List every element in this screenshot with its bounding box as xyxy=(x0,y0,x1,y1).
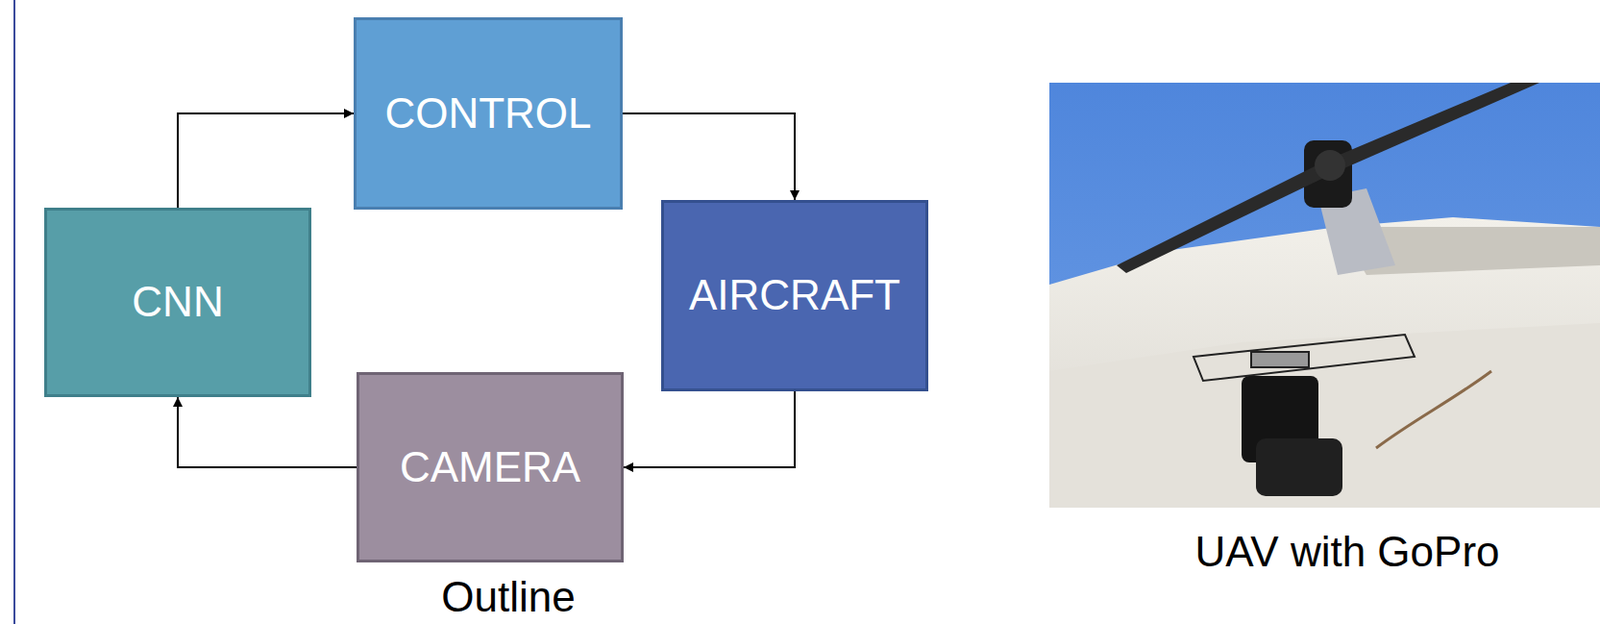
box-label: AIRCRAFT xyxy=(689,271,901,319)
box-label: CONTROL xyxy=(384,90,591,137)
flow-arrow xyxy=(177,113,354,208)
frame-line xyxy=(13,0,16,624)
aircraft-box: AIRCRAFT xyxy=(661,199,929,392)
cnn-box: CNN xyxy=(44,207,312,397)
camera-box: CAMERA xyxy=(356,371,624,563)
diagram-caption: Outline xyxy=(441,573,575,620)
flow-arrow xyxy=(622,113,795,200)
box-label: CAMERA xyxy=(399,443,581,491)
photo-caption: UAV with GoPro xyxy=(1194,528,1500,575)
control-box: CONTROL xyxy=(353,17,623,210)
frame-line xyxy=(0,0,39,624)
flow-arrow xyxy=(623,391,795,468)
box-label: CNN xyxy=(131,278,223,325)
uav-photo xyxy=(1049,82,1600,508)
flow-arrow xyxy=(177,396,357,468)
